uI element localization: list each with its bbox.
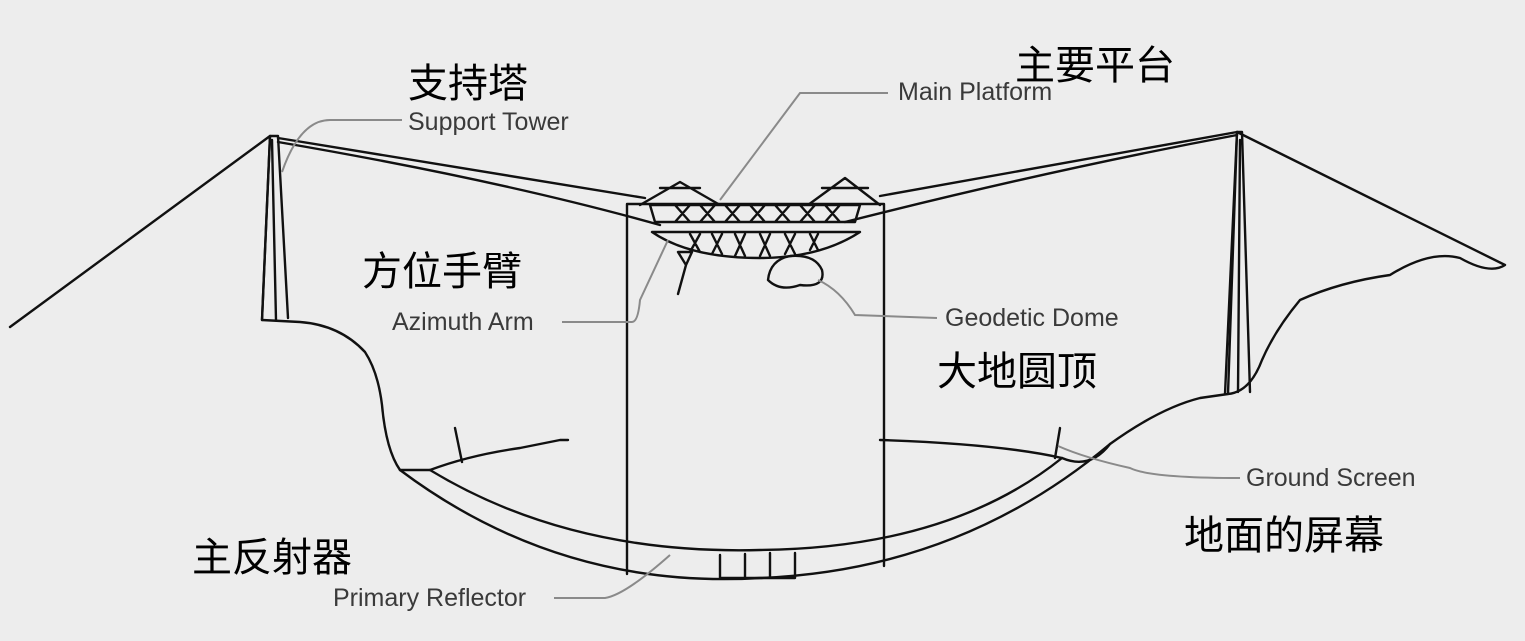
cable-right-lower bbox=[843, 133, 1239, 224]
right-support-tower bbox=[1223, 130, 1252, 396]
left-support-tower bbox=[260, 134, 290, 322]
leader-main-platform bbox=[719, 92, 888, 201]
support-tower-label-en: Support Tower bbox=[408, 108, 569, 136]
azimuth-arm-label-en: Azimuth Arm bbox=[392, 308, 534, 336]
leader-primary-reflector bbox=[554, 554, 671, 599]
main-platform-truss bbox=[638, 176, 882, 224]
reflector-center-blocks bbox=[718, 551, 797, 580]
geodetic-dome-label-zh: 大地圆顶 bbox=[937, 349, 1097, 395]
cable-left-lower bbox=[276, 140, 662, 227]
center-frame bbox=[625, 202, 886, 576]
leader-azimuth-arm bbox=[562, 239, 669, 323]
terrain-outline bbox=[8, 130, 1507, 472]
leader-geodetic-dome bbox=[817, 279, 938, 319]
ground-screen-right bbox=[1053, 426, 1062, 460]
geodetic-dome-label-en: Geodetic Dome bbox=[945, 304, 1119, 332]
primary-reflector-outer bbox=[398, 442, 1112, 581]
azimuth-arm-truss bbox=[650, 230, 862, 260]
main-platform-label-en: Main Platform bbox=[898, 78, 1053, 106]
ground-screen-left bbox=[453, 426, 464, 464]
cable-left-upper bbox=[276, 136, 647, 200]
ground-screen-label-en: Ground Screen bbox=[1246, 464, 1416, 492]
cable-right-upper bbox=[878, 130, 1239, 198]
ground-screen-label-zh: 地面的屏幕 bbox=[1184, 513, 1384, 559]
leader-support-tower bbox=[281, 119, 402, 173]
azimuth-arm-label-zh: 方位手臂 bbox=[362, 249, 522, 295]
primary-reflector-label-en: Primary Reflector bbox=[333, 584, 527, 612]
geodetic-dome bbox=[766, 254, 824, 289]
feed-horn bbox=[676, 250, 694, 296]
main-platform-label-zh: 主要平台 bbox=[1015, 43, 1175, 89]
primary-reflector-inner bbox=[428, 456, 1064, 552]
support-tower-label-zh: 支持塔 bbox=[408, 61, 528, 107]
primary-reflector-label-zh: 主反射器 bbox=[192, 535, 352, 581]
leader-ground-screen bbox=[1057, 445, 1241, 479]
